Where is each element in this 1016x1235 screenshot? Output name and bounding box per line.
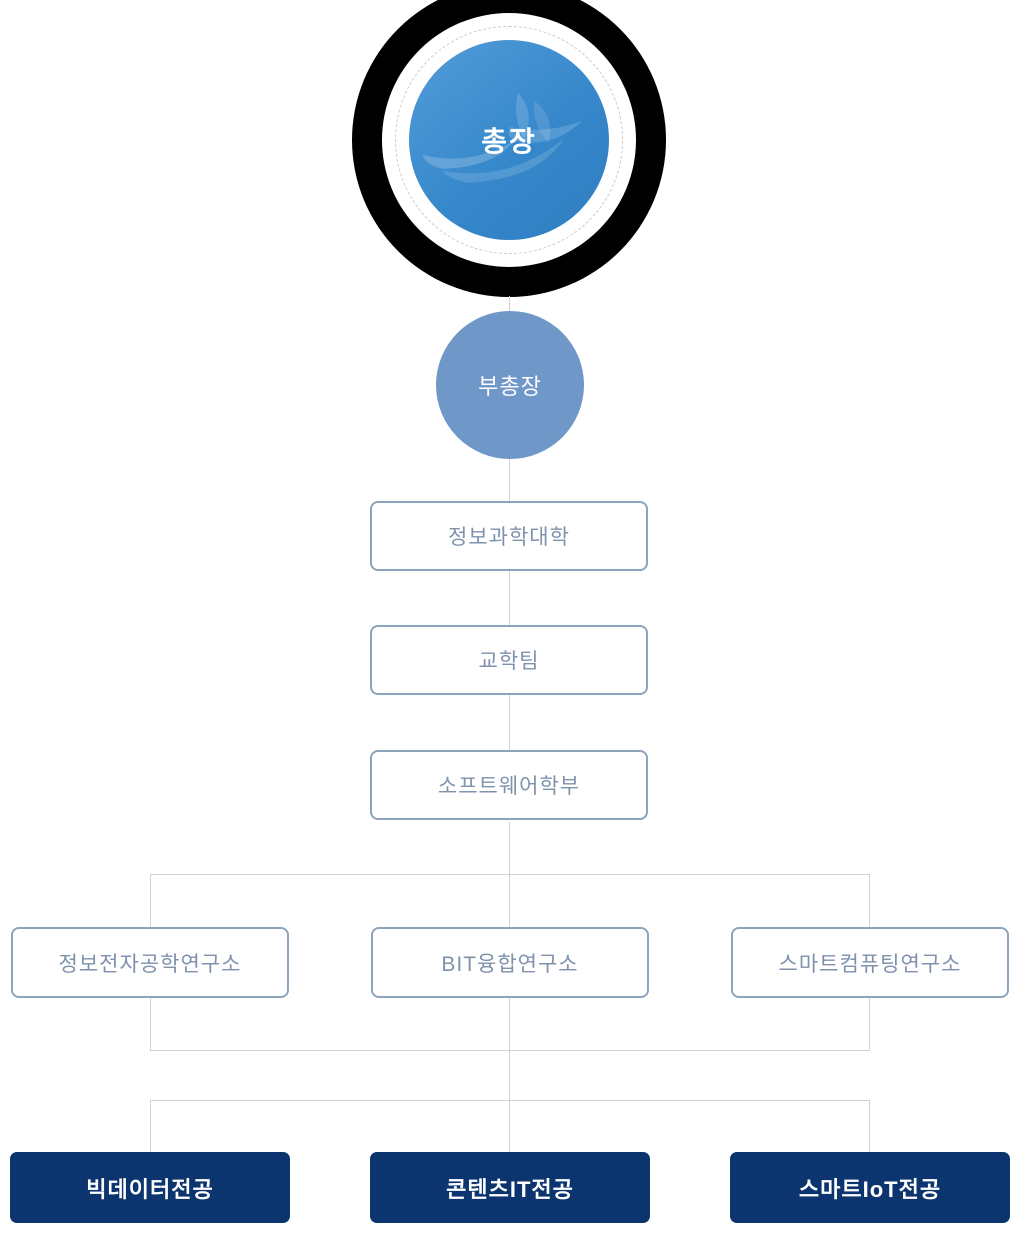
- vice-president-node: 부총장: [436, 311, 584, 459]
- president-node: 총장: [352, 0, 666, 297]
- connector-line: [509, 1050, 510, 1100]
- connector-line: [150, 874, 151, 927]
- node-academic-team: 교학팀: [370, 625, 648, 695]
- node-college: 정보과학대학: [370, 501, 648, 571]
- connector-line: [150, 874, 870, 875]
- president-circle: 총장: [409, 40, 609, 240]
- president-dashed-ring: [395, 26, 623, 254]
- node-college-label: 정보과학대학: [448, 526, 570, 549]
- node-major-smart-iot-label: 스마트IoT전공: [798, 1176, 942, 1202]
- node-major-bigdata-label: 빅데이터전공: [86, 1176, 214, 1202]
- node-institute-electronics-label: 정보전자공학연구소: [58, 952, 242, 976]
- connector-line: [509, 695, 510, 750]
- node-institute-smart-computing-label: 스마트컴퓨팅연구소: [778, 952, 962, 976]
- connector-line: [869, 874, 870, 927]
- connector-line: [869, 1100, 870, 1152]
- connector-line: [509, 822, 510, 874]
- connector-line: [150, 1050, 870, 1051]
- node-major-contents-it: 콘텐츠IT전공: [370, 1152, 650, 1223]
- connector-line: [150, 998, 151, 1050]
- node-software-division-label: 소프트웨어학부: [437, 775, 581, 798]
- connector-line: [509, 571, 510, 625]
- node-major-bigdata: 빅데이터전공: [10, 1152, 290, 1223]
- node-academic-team-label: 교학팀: [478, 650, 540, 673]
- connector-line: [150, 1100, 151, 1152]
- connector-line: [509, 1100, 510, 1152]
- university-wave-logo: [422, 92, 582, 183]
- node-institute-electronics: 정보전자공학연구소: [11, 927, 289, 998]
- connector-line: [869, 998, 870, 1050]
- connector-line: [509, 998, 510, 1050]
- node-institute-smart-computing: 스마트컴퓨팅연구소: [731, 927, 1009, 998]
- connector-line: [150, 1100, 870, 1101]
- node-major-smart-iot: 스마트IoT전공: [730, 1152, 1010, 1223]
- node-institute-bit: BIT융합연구소: [371, 927, 649, 998]
- node-major-contents-it-label: 콘텐츠IT전공: [446, 1176, 574, 1202]
- node-institute-bit-label: BIT융합연구소: [441, 952, 579, 976]
- connector-line: [509, 459, 510, 501]
- connector-line: [509, 296, 510, 312]
- vice-president-label: 부총장: [478, 374, 542, 399]
- node-software-division: 소프트웨어학부: [370, 750, 648, 820]
- president-label: 총장: [481, 126, 537, 157]
- connector-line: [509, 874, 510, 927]
